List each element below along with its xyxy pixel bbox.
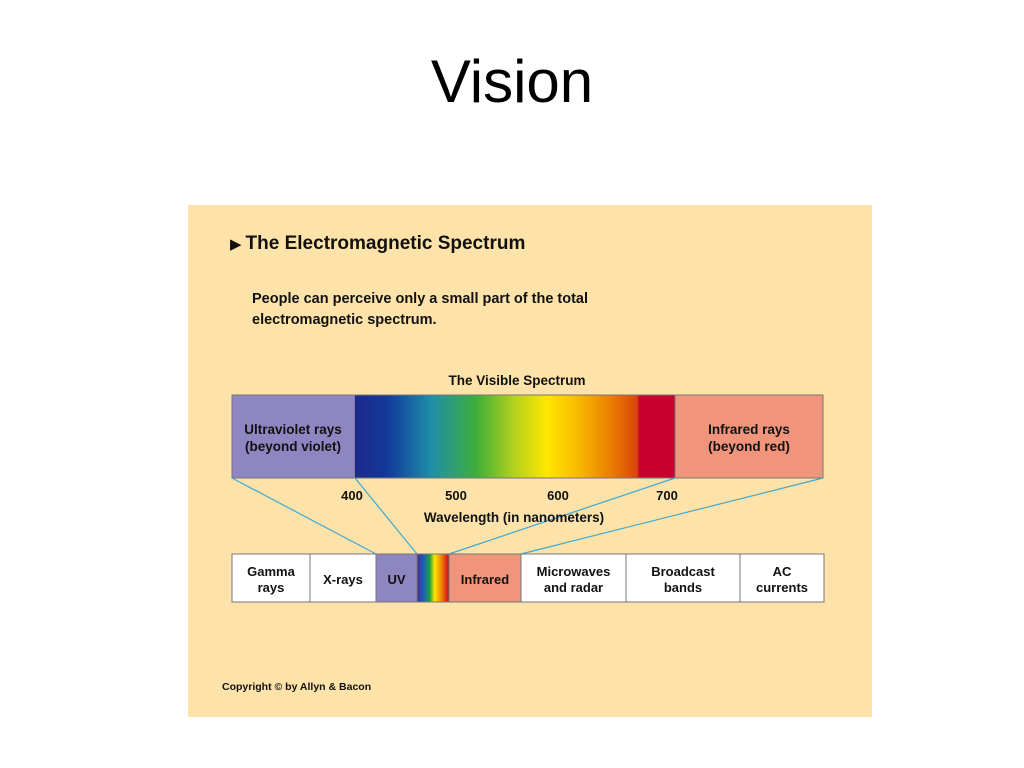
- spectrum-diagram: The Visible Spectrum Ultraviolet rays (b…: [231, 373, 825, 603]
- connector-line: [448, 477, 676, 555]
- infrared-label: Infrared rays: [708, 422, 790, 437]
- band-label: X-rays: [323, 572, 363, 587]
- wavelength-tick: 500: [445, 488, 467, 503]
- band-label: currents: [756, 580, 808, 595]
- wavelength-tick: 400: [341, 488, 363, 503]
- ultraviolet-label: Ultraviolet rays: [244, 422, 342, 437]
- band-label: rays: [258, 580, 285, 595]
- band-label: Infrared: [461, 572, 509, 587]
- wavelength-tick: 700: [656, 488, 678, 503]
- band-label: Microwaves: [537, 564, 611, 579]
- triangle-right-icon: ▶: [230, 236, 242, 253]
- band-ac-currents: [739, 553, 825, 603]
- band-x-rays: [309, 553, 377, 603]
- connector-line: [520, 477, 824, 555]
- figure-description-line: electromagnetic spectrum.: [252, 312, 437, 328]
- band-label: bands: [664, 580, 702, 595]
- band-label: AC: [773, 564, 792, 579]
- figure-description: People can perceive only a small part of…: [252, 289, 588, 331]
- band-label: Gamma: [247, 564, 295, 579]
- ultraviolet-sublabel: (beyond violet): [245, 439, 341, 454]
- visible-spectrum-label: The Visible Spectrum: [448, 373, 585, 388]
- wavelength-axis-label: Wavelength (in nanometers): [424, 510, 604, 525]
- band-uv: [375, 553, 418, 603]
- spectrum-figure: ▶The Electromagnetic Spectrum People can…: [188, 205, 872, 717]
- copyright-notice: Copyright © by Allyn & Bacon: [222, 681, 372, 693]
- connector-lines: [231, 477, 824, 555]
- band-label: UV: [387, 572, 405, 587]
- connector-line: [354, 477, 418, 555]
- figure-description-line: People can perceive only a small part of…: [252, 291, 589, 307]
- band-microwaves: [520, 553, 627, 603]
- upper-bar-border: [231, 394, 824, 479]
- band-visible: [416, 553, 450, 603]
- wavelength-tick: 600: [547, 488, 569, 503]
- ultraviolet-region: [231, 394, 356, 479]
- figure-heading: ▶The Electromagnetic Spectrum: [230, 233, 525, 255]
- band-bar: Gamma rays X-rays UV Infrared Microwaves…: [231, 553, 825, 603]
- slide-title: Vision: [430, 48, 594, 115]
- band-label: Broadcast: [651, 564, 715, 579]
- visible-spectrum-gradient: [355, 395, 675, 478]
- band-broadcast: [625, 553, 741, 603]
- figure-heading-text: The Electromagnetic Spectrum: [245, 233, 526, 254]
- band-infrared: [448, 553, 522, 603]
- infrared-sublabel: (beyond red): [708, 439, 790, 454]
- band-label: and radar: [544, 580, 603, 595]
- connector-line: [231, 477, 377, 555]
